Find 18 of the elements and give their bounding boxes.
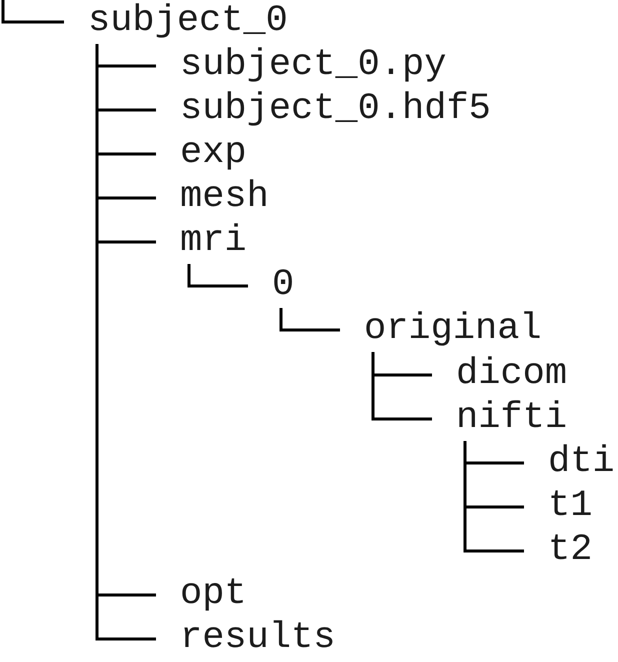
- tree-entry-label: subject_0.py: [180, 44, 446, 86]
- tree-connector: [188, 264, 248, 288]
- tree-entry-label: exp: [180, 132, 247, 174]
- tree-entry-label: original: [364, 308, 542, 350]
- tree-entry-label: subject_0.hdf5: [180, 88, 491, 130]
- tree-entry-label: mesh: [180, 176, 269, 218]
- tree-entry-label: t1: [548, 484, 592, 527]
- tree-entry-label: results: [180, 616, 336, 659]
- tree-entry-label: t2: [548, 528, 592, 571]
- tree-entry-label: nifti: [456, 396, 568, 439]
- tree-connector: [2, 0, 64, 24]
- tree-entry-label: mri: [180, 220, 247, 262]
- tree-entry-label: dti: [548, 440, 615, 483]
- tree-entry-label: subject_0: [88, 0, 288, 42]
- tree-connector: [280, 308, 340, 332]
- tree-entry-label: 0: [272, 264, 294, 306]
- tree-entry-label: dicom: [456, 352, 568, 395]
- tree-entry-label: opt: [180, 572, 247, 615]
